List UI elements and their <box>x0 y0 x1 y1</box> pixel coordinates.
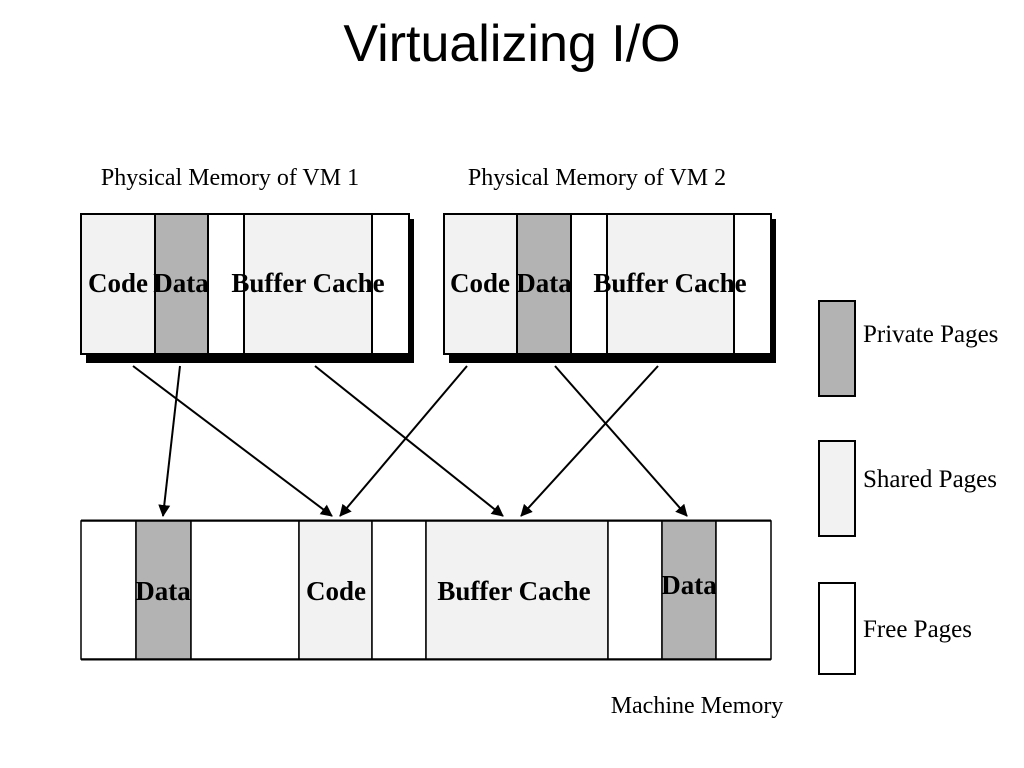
machine-seg-free-4 <box>607 520 663 660</box>
arrow-vm1-buffer-to-machine-buffer <box>314 365 504 517</box>
machine-code-label: Code <box>306 576 366 606</box>
machine-seg-free-5 <box>715 520 772 660</box>
vm2-seg-buffer-cache <box>606 213 735 355</box>
machine-seg-data-1 <box>135 520 192 660</box>
vm2-memory: Code Data Buffer Cache <box>443 213 776 363</box>
vm1-code-label: Code <box>88 268 148 298</box>
machine-seg-free-3 <box>371 520 427 660</box>
machine-buffer-cache-label: Buffer Cache <box>437 576 590 606</box>
vm1-data-label: Data <box>153 268 209 298</box>
vm2-buffer-cache-label: Buffer Cache <box>593 268 746 298</box>
vm2-label: Physical Memory of VM 2 <box>468 165 726 191</box>
machine-seg-code <box>298 520 373 660</box>
vm2-seg-data <box>516 213 572 355</box>
arrow-vm1-code-to-machine-code <box>132 365 333 517</box>
legend-private-label: Private Pages <box>863 321 998 348</box>
slide-title: Virtualizing I/O <box>343 15 681 73</box>
vm2-data-label: Data <box>516 268 572 298</box>
legend-free-label: Free Pages <box>863 616 972 643</box>
machine-seg-free-1 <box>80 520 137 660</box>
arrow-vm1-data-to-machine-data <box>158 365 181 517</box>
vm2-code-label: Code <box>450 268 510 298</box>
legend-shared-label: Shared Pages <box>863 466 997 493</box>
legend-free-swatch <box>818 582 856 675</box>
vm2-seg-code <box>443 213 518 355</box>
vm1-buffer-cache-label: Buffer Cache <box>231 268 384 298</box>
vm1-seg-code <box>80 213 156 355</box>
arrow-vm2-buffer-to-machine-buffer <box>520 365 659 517</box>
legend-private-swatch <box>818 300 856 397</box>
legend-shared-swatch <box>818 440 856 537</box>
machine-data-1-label: Data <box>135 576 191 606</box>
machine-seg-free-2 <box>190 520 300 660</box>
vm2-seg-free-2 <box>733 213 772 355</box>
arrow-vm2-data-to-machine-data <box>554 365 688 517</box>
machine-seg-buffer-cache <box>425 520 609 660</box>
machine-data-2-label: Data <box>661 570 717 600</box>
machine-memory-label: Machine Memory <box>611 693 784 719</box>
vm1-seg-buffer-cache <box>243 213 373 355</box>
machine-memory: Data Code Buffer Cache Data <box>80 519 772 661</box>
vm1-seg-free-2 <box>371 213 410 355</box>
mapping-arrows <box>132 365 688 517</box>
vm1-memory: Code Data Buffer Cache <box>80 213 414 363</box>
vm1-label: Physical Memory of VM 1 <box>101 165 359 191</box>
legend: Private Pages Shared Pages Free Pages <box>818 300 998 675</box>
arrow-vm2-code-to-machine-code <box>339 365 468 517</box>
machine-seg-data-2 <box>661 520 717 660</box>
